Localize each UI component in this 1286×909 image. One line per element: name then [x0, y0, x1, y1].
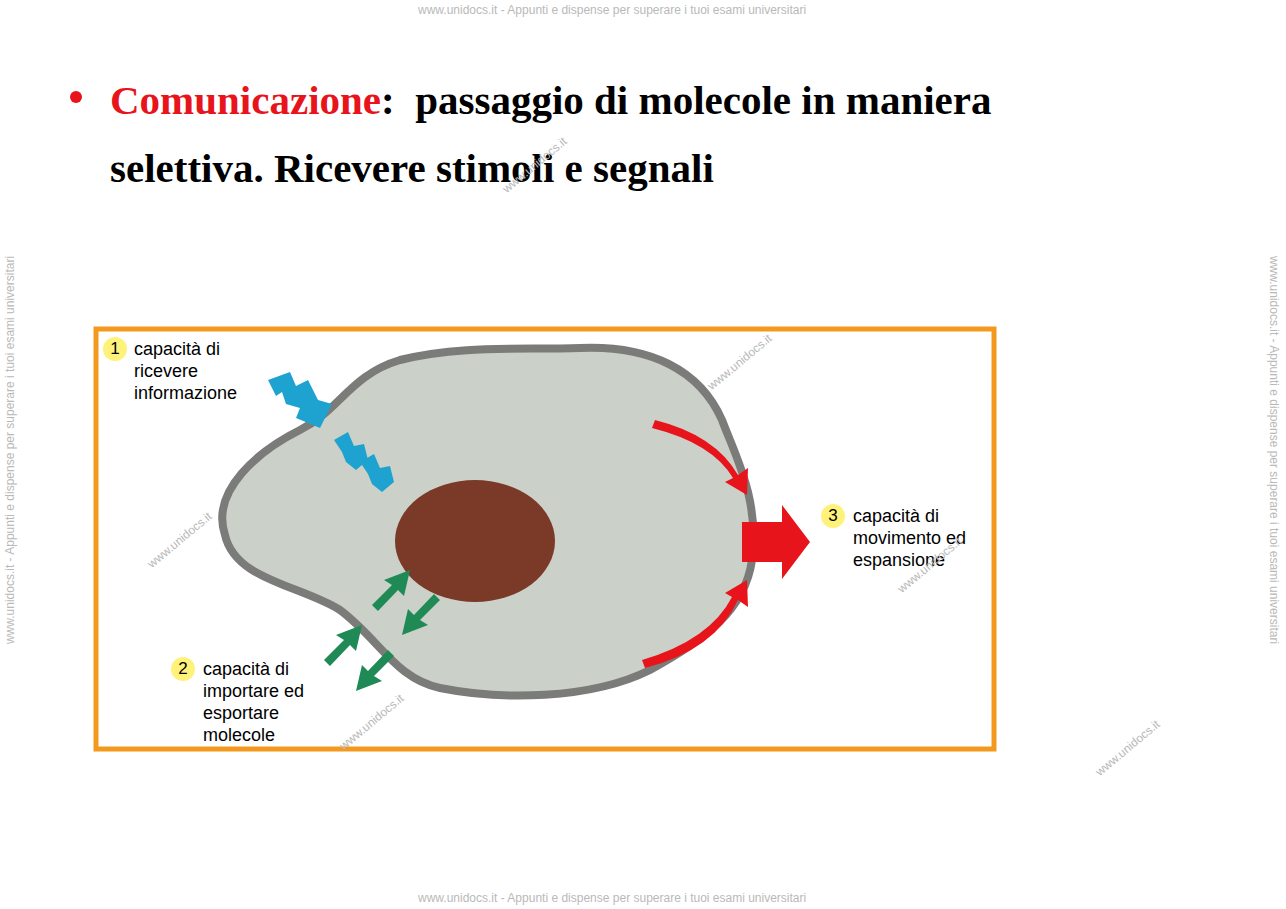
- transport-arrows: [324, 570, 440, 691]
- signal-arrows: [268, 372, 394, 492]
- callout-number: 3: [821, 504, 845, 528]
- callout-number: 2: [171, 657, 195, 681]
- nucleus: [395, 480, 555, 602]
- watermark: www.unidocs.it - Appunti e dispense per …: [418, 891, 806, 905]
- watermark: www.unidocs.it: [1093, 717, 1163, 779]
- heading-colon: :: [381, 77, 395, 123]
- watermark: www.unidocs.it - Appunti e dispense per …: [3, 256, 17, 644]
- callout-label: capacità di ricevere informazione: [134, 338, 252, 404]
- heading-keyword: Comunicazione: [110, 77, 381, 123]
- watermark: www.unidocs.it - Appunti e dispense per …: [1267, 256, 1281, 644]
- frame: [96, 329, 994, 749]
- movement-arrows: [642, 420, 810, 668]
- callout-label: capacità di movimento ed espansione: [853, 505, 989, 571]
- heading: Comunicazione: passaggio di molecole in …: [110, 66, 1010, 202]
- callout-label: capacità di importare ed esportare molec…: [203, 658, 331, 746]
- bullet: [70, 91, 82, 103]
- callout-number: 1: [103, 337, 127, 361]
- watermark: www.unidocs.it - Appunti e dispense per …: [418, 3, 806, 17]
- cell-membrane: [222, 348, 753, 696]
